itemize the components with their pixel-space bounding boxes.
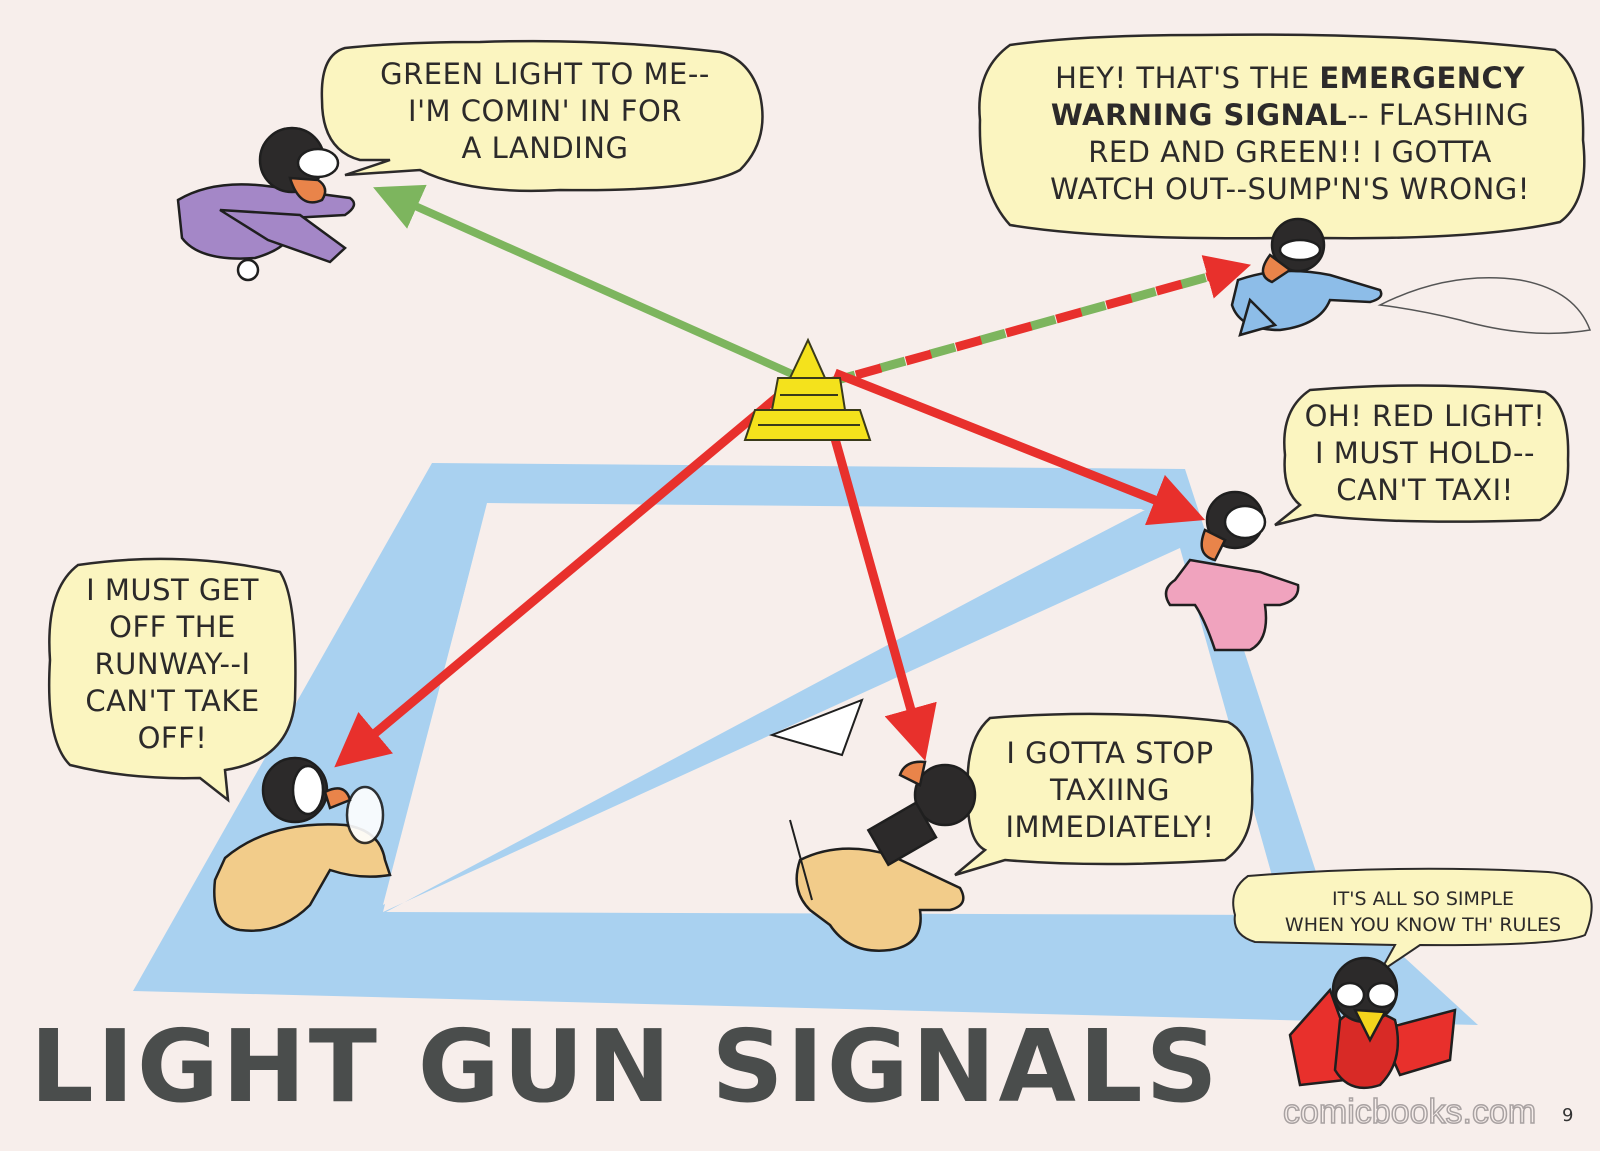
bubble-rules-text: IT'S ALL SO SIMPLE WHEN YOU KNOW TH' RUL…: [1258, 886, 1588, 938]
flashing-signal-beam-red: [854, 255, 1252, 380]
red-bird: [1288, 956, 1457, 1090]
yellow-plane-taxiing: [789, 760, 977, 952]
paper-debris: [768, 698, 864, 757]
runway-inner: [383, 505, 1145, 905]
bubble-landing-line-1: GREEN LIGHT TO ME--: [380, 57, 710, 91]
bubble-landing-text: GREEN LIGHT TO ME-- I'M COMIN' IN FOR A …: [345, 56, 745, 167]
bubble-emergency-text: HEY! THAT'S THE EMERGENCY WARNING SIGNAL…: [1000, 60, 1580, 208]
yellow-plane-runway: [213, 756, 392, 932]
bubble-hold-line-2: I MUST HOLD--: [1315, 436, 1535, 470]
page-number: 9: [1562, 1105, 1574, 1126]
emergency-line-1-bold: EMERGENCY: [1319, 61, 1525, 95]
bubble-hold: [1274, 384, 1570, 527]
bubble-stop-line-2: TAXIING: [1050, 773, 1170, 807]
emergency-line-3: RED AND GREEN!! I GOTTA: [1088, 135, 1492, 169]
bubble-runway-line-1: I MUST GET: [86, 573, 259, 607]
bubble-stop-text: I GOTTA STOP TAXIING IMMEDIATELY!: [975, 735, 1245, 846]
bubble-runway-line-2: OFF THE: [109, 610, 236, 644]
bubble-runway-line-5: OFF!: [137, 721, 208, 755]
bubble-runway-line-3: RUNWAY--I: [94, 647, 251, 681]
bubble-runway: [47, 557, 297, 803]
bubble-hold-text: OH! RED LIGHT! I MUST HOLD-- CAN'T TAXI!: [1290, 398, 1560, 509]
purple-plane: [176, 126, 356, 282]
bubble-landing-line-3: A LANDING: [461, 131, 629, 165]
blue-plane: [1230, 217, 1592, 337]
page-title: LIGHT GUN SIGNALS: [30, 1008, 1221, 1125]
bubble-rules-line-2: WHEN YOU KNOW TH' RULES: [1284, 914, 1562, 936]
red-signal-beam-left: [334, 374, 803, 768]
bubble-stop-line-3: IMMEDIATELY!: [1005, 810, 1215, 844]
bubble-landing-line-2: I'M COMIN' IN FOR: [408, 94, 682, 128]
emergency-line-2-bold: WARNING SIGNAL: [1050, 98, 1348, 132]
bubble-rules-line-1: IT'S ALL SO SIMPLE: [1332, 888, 1514, 910]
bubble-emergency: [978, 33, 1586, 271]
bubble-runway-text: I MUST GET OFF THE RUNWAY--I CAN'T TAKE …: [55, 572, 290, 757]
red-signal-beam-right: [833, 368, 1206, 526]
green-signal-beam: [373, 184, 812, 386]
bubble-landing: [320, 39, 764, 193]
pink-plane: [1164, 490, 1300, 652]
emergency-line-2-plain: -- FLASHING: [1347, 98, 1530, 132]
emergency-line-4: WATCH OUT--SUMP'N'S WRONG!: [1050, 172, 1530, 206]
watermark: comicbooks.com: [1282, 1092, 1537, 1132]
control-tower: [743, 337, 872, 441]
bubble-runway-line-4: CAN'T TAKE: [85, 684, 260, 718]
bubble-rules: [1232, 867, 1593, 973]
bubble-stop-line-1: I GOTTA STOP: [1006, 736, 1214, 770]
bubble-hold-line-1: OH! RED LIGHT!: [1304, 399, 1546, 433]
emergency-line-1-plain: HEY! THAT'S THE: [1055, 61, 1320, 95]
flashing-signal-beam-green: [828, 263, 1242, 387]
bubble-hold-line-3: CAN'T TAXI!: [1336, 473, 1514, 507]
